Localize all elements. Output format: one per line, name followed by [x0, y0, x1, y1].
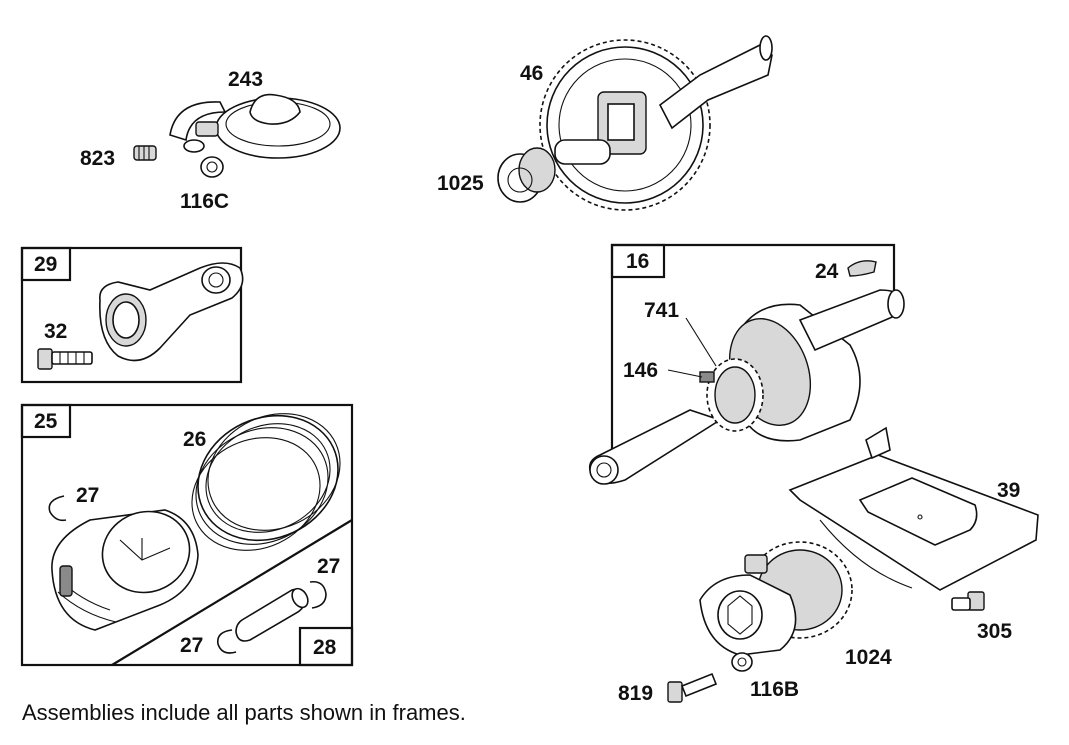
label-823: 823 [80, 147, 115, 170]
label-39: 39 [997, 479, 1020, 502]
label-741: 741 [644, 299, 679, 322]
bearing-1025-part [497, 147, 556, 203]
piston-pin-part [235, 587, 309, 642]
frame-28-divider [111, 519, 353, 666]
frame-28-tag [298, 626, 354, 667]
assemblies-caption: Assemblies include all parts shown in fr… [22, 700, 466, 725]
label-243: 243 [228, 68, 263, 91]
connecting-rod-part [99, 262, 244, 362]
frame-16-tag [610, 243, 666, 279]
label-1024: 1024 [845, 646, 892, 669]
retaining-ring-27-bottom-part [216, 629, 237, 654]
label-28: 28 [313, 636, 337, 659]
label-27-left: 27 [76, 484, 99, 507]
retaining-ring-27-right-part [309, 580, 327, 609]
timing-gear-741-part [706, 358, 764, 432]
bolt-305-part [951, 591, 985, 611]
frame-29-tag [20, 246, 72, 282]
label-29: 29 [34, 253, 57, 276]
leader-146 [667, 369, 703, 378]
label-305: 305 [977, 620, 1012, 643]
label-26: 26 [183, 428, 206, 451]
label-24: 24 [815, 260, 839, 283]
frame-29 [20, 246, 243, 384]
frame-16 [610, 243, 896, 450]
rod-bolt-32-part [37, 348, 93, 370]
camshaft-gear-part [539, 35, 773, 211]
baffle-39-part [788, 426, 1039, 591]
key-24-part [847, 260, 877, 277]
leader-741 [685, 317, 717, 367]
label-116b: 116B [750, 678, 799, 701]
label-16: 16 [626, 250, 649, 273]
frame-25 [20, 403, 354, 667]
label-27-right: 27 [317, 555, 340, 578]
oil-pump-1024-part [699, 541, 853, 656]
governor-cup-part [169, 93, 341, 159]
retaining-ring-27-left-part [48, 495, 67, 522]
frame-25-tag [20, 403, 72, 439]
piston-rings-26-part [191, 413, 341, 551]
label-116c: 116C [180, 190, 229, 213]
key-146-part [699, 371, 715, 383]
label-27-bottom: 27 [180, 634, 203, 657]
label-1025: 1025 [437, 172, 484, 195]
piston-part [51, 509, 199, 631]
label-32: 32 [44, 320, 67, 343]
label-25: 25 [34, 410, 58, 433]
washer-116b-part [731, 652, 753, 672]
label-819: 819 [618, 682, 653, 705]
label-146: 146 [623, 359, 658, 382]
bolt-819-part [667, 672, 718, 703]
screw-823-part [133, 145, 157, 161]
washer-116c-part [200, 156, 224, 178]
label-46: 46 [520, 62, 543, 85]
